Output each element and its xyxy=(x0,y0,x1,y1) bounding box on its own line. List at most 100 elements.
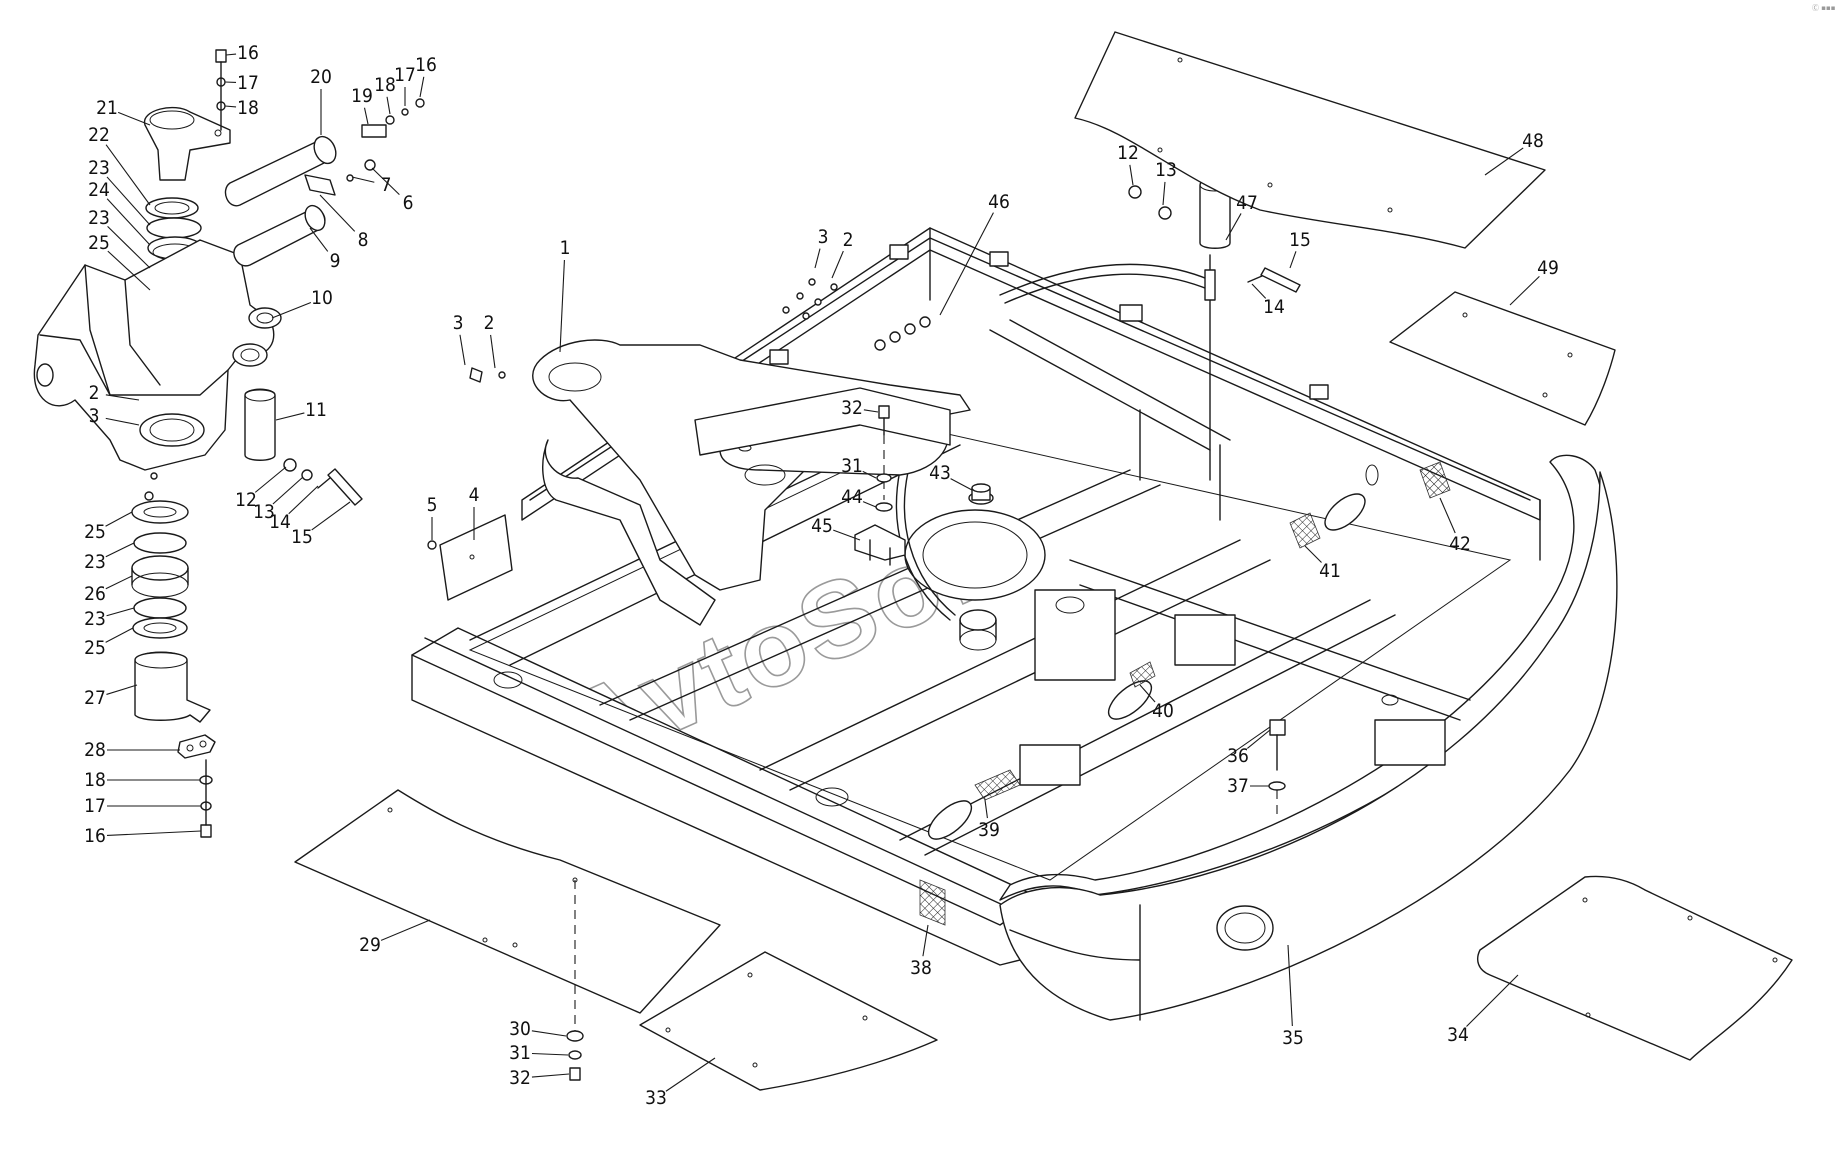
part-15-pin xyxy=(327,468,363,506)
callout-number-33: 33 xyxy=(645,1087,667,1109)
callout-leader-48 xyxy=(1484,147,1524,176)
callout-leader-23 xyxy=(107,226,151,269)
part-21-upper-cap xyxy=(144,106,231,181)
callout-leader-31 xyxy=(862,470,877,479)
callout-leader-27 xyxy=(106,684,138,695)
callout-leader-15 xyxy=(311,501,351,531)
part-14-upper-split-pin xyxy=(1247,275,1263,283)
part-2-washer xyxy=(150,472,158,480)
frame-bracket xyxy=(1019,744,1081,786)
callout-leader-13 xyxy=(1162,181,1166,206)
callout-number-18: 18 xyxy=(84,769,106,791)
part-19-plate xyxy=(361,124,387,138)
part-23-bushing xyxy=(146,217,202,239)
callout-number-4: 4 xyxy=(469,484,480,506)
callout-number-20: 20 xyxy=(310,66,332,88)
callout-leader-23 xyxy=(105,542,135,558)
callout-leader-26 xyxy=(105,575,133,590)
callout-number-18: 18 xyxy=(237,97,259,119)
callout-number-1: 1 xyxy=(560,237,571,259)
callout-leader-32 xyxy=(863,409,879,413)
boom-mount-lower xyxy=(542,439,716,626)
slew-ring xyxy=(904,509,1046,601)
callout-leader-12 xyxy=(1129,164,1134,186)
part-23-lower-bushing xyxy=(133,532,187,554)
callout-leader-22 xyxy=(105,144,151,206)
callout-leader-44 xyxy=(862,501,877,508)
bumper-pad xyxy=(1309,384,1329,400)
callout-leader-47 xyxy=(1225,213,1242,241)
callout-leader-25 xyxy=(107,250,151,291)
frame-oval-cutout xyxy=(1324,493,1366,531)
callout-leader-43 xyxy=(950,478,973,491)
part-29-cover xyxy=(294,789,721,1014)
callout-number-26: 26 xyxy=(84,583,106,605)
callout-number-31: 31 xyxy=(509,1042,531,1064)
callout-leader-11 xyxy=(275,412,305,421)
callout-number-24: 24 xyxy=(88,179,110,201)
bumper-pad xyxy=(769,349,789,365)
part-25-lower-shim-2 xyxy=(132,617,188,639)
callout-number-36: 36 xyxy=(1227,745,1249,767)
washer-31 xyxy=(876,473,892,483)
callout-leader-29 xyxy=(380,919,431,941)
callout-number-23: 23 xyxy=(88,157,110,179)
callout-number-25: 25 xyxy=(84,637,106,659)
callout-number-43: 43 xyxy=(929,462,951,484)
boom-pin-hole xyxy=(548,362,602,392)
callout-leader-30 xyxy=(531,1030,567,1037)
part-49-cover xyxy=(1389,291,1616,426)
counterweight-body xyxy=(999,471,1618,1021)
callout-number-2: 2 xyxy=(484,312,495,334)
part-2-boom-washer xyxy=(498,371,506,379)
callout-number-39: 39 xyxy=(978,819,1000,841)
callout-number-14: 14 xyxy=(1263,296,1285,318)
part-8-keeper-plate xyxy=(304,174,336,196)
callout-number-41: 41 xyxy=(1319,560,1341,582)
callout-leader-49 xyxy=(1509,275,1540,306)
callout-number-28: 28 xyxy=(84,739,106,761)
callout-number-8: 8 xyxy=(358,229,369,251)
callout-leader-38 xyxy=(922,924,929,957)
callout-number-5: 5 xyxy=(427,494,438,516)
part-48-cover xyxy=(1074,31,1546,249)
callout-leader-39 xyxy=(984,799,988,819)
bolt-32-upper xyxy=(878,405,890,436)
callout-leader-33 xyxy=(665,1057,716,1092)
callout-leader-1 xyxy=(559,259,565,353)
part-3-boom-bolt xyxy=(469,367,483,383)
swing-bracket-ear xyxy=(248,307,282,329)
callout-leader-32 xyxy=(531,1073,570,1078)
callout-leader-31 xyxy=(531,1052,569,1056)
part-3-bolt xyxy=(144,491,154,501)
callout-leader-2 xyxy=(831,250,844,279)
callout-number-30: 30 xyxy=(509,1018,531,1040)
callout-number-27: 27 xyxy=(84,687,106,709)
callout-number-38: 38 xyxy=(910,957,932,979)
callout-number-47: 47 xyxy=(1236,192,1258,214)
callout-leader-25 xyxy=(105,627,134,643)
callout-number-23: 23 xyxy=(84,551,106,573)
part-16-bolt xyxy=(415,98,425,108)
callout-leader-16 xyxy=(225,53,237,56)
callout-leader-46 xyxy=(939,212,994,316)
callout-leader-35 xyxy=(1287,944,1293,1027)
callout-number-23: 23 xyxy=(84,608,106,630)
part-12-upper-nut xyxy=(1128,185,1142,199)
frame-bracket xyxy=(1174,614,1236,666)
bracket-45 xyxy=(854,524,906,561)
callout-number-18: 18 xyxy=(374,74,396,96)
bolt-row-back-wall xyxy=(874,316,931,351)
mesh-40 xyxy=(1129,661,1156,688)
callout-leader-3 xyxy=(814,248,821,269)
callout-number-22: 22 xyxy=(88,124,110,146)
callout-number-3: 3 xyxy=(453,312,464,334)
frame-bracket xyxy=(1374,719,1446,766)
callout-number-11: 11 xyxy=(305,399,327,421)
callout-number-34: 34 xyxy=(1447,1024,1469,1046)
swing-bracket-ear xyxy=(232,343,268,367)
bolt-group-back xyxy=(782,278,838,320)
callout-leader-21 xyxy=(117,111,151,126)
frame-oval-cutout xyxy=(1107,680,1153,720)
callout-number-29: 29 xyxy=(359,934,381,956)
